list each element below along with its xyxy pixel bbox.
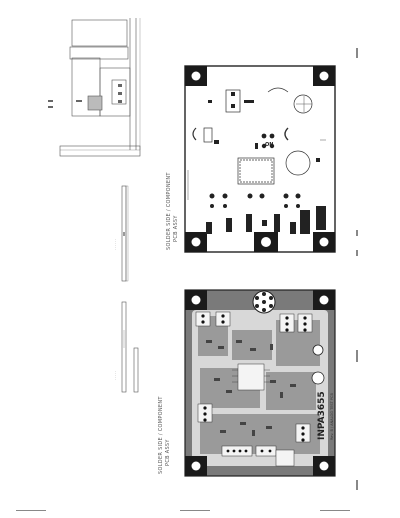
svg-text:- - - - - -: - - - - - -	[113, 239, 117, 250]
svg-text:- - - - -: - - - - -	[113, 371, 117, 380]
top-board-on-label: ON	[265, 142, 274, 148]
